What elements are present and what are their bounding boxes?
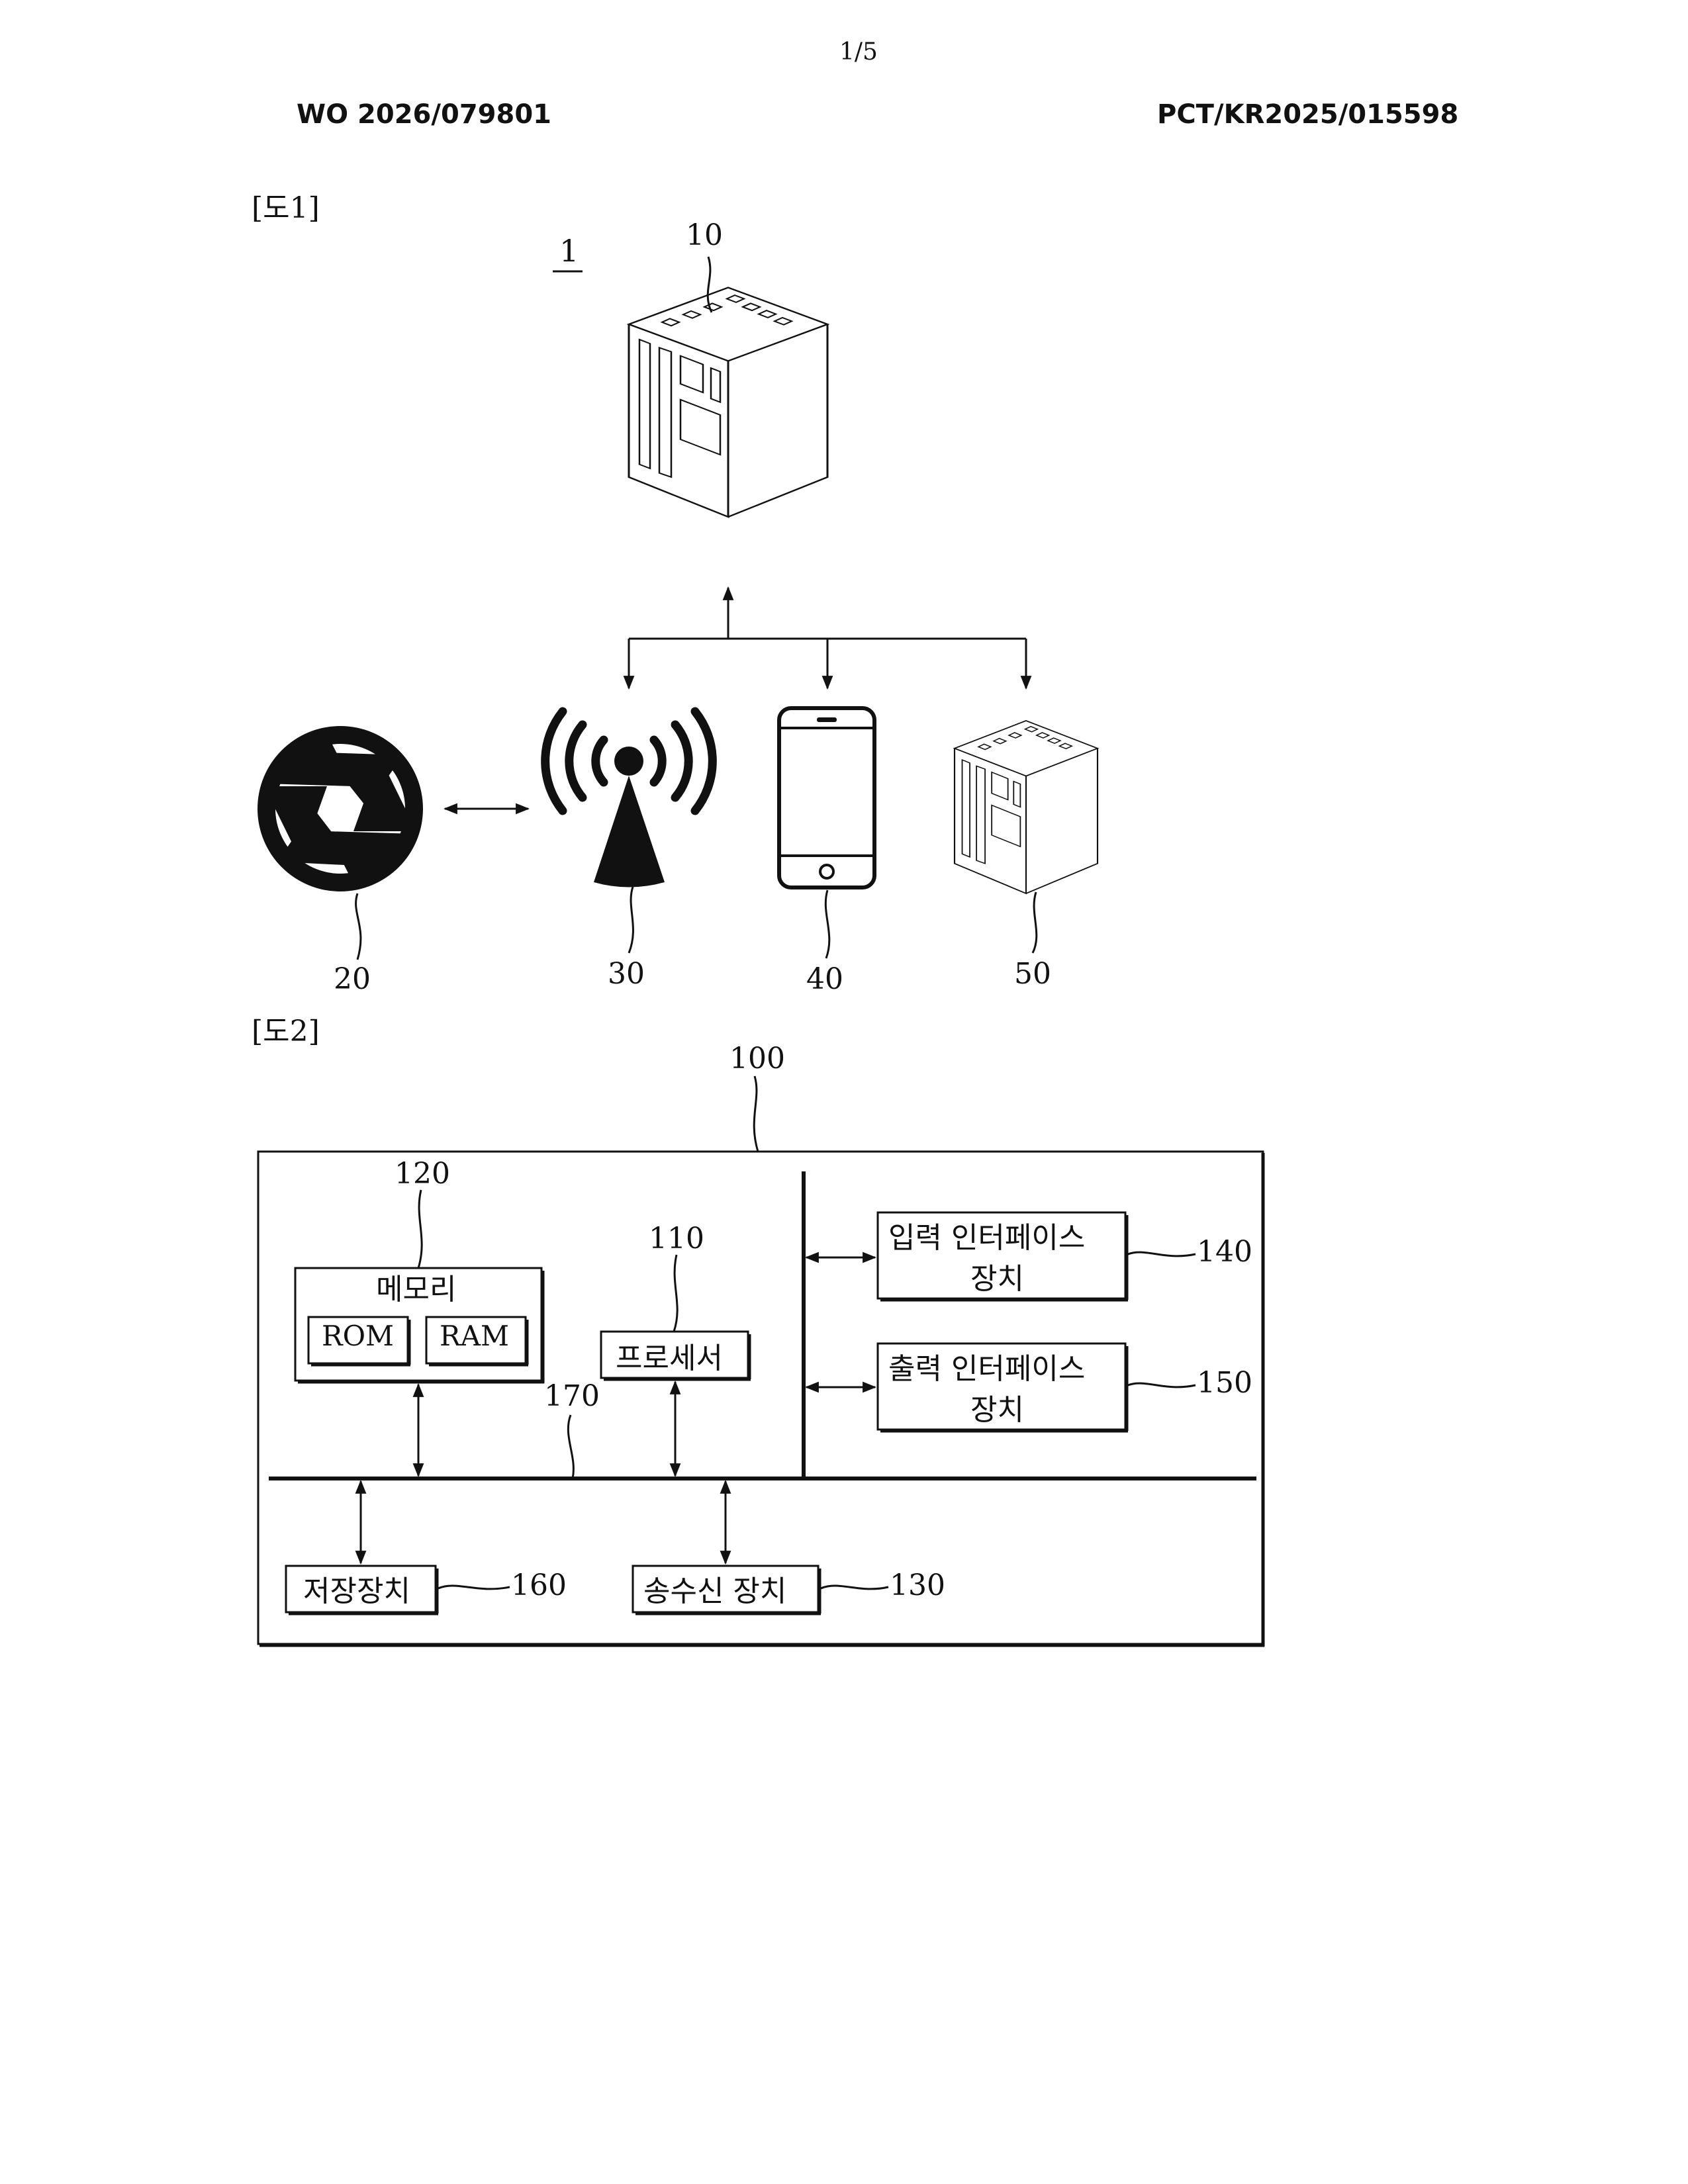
phone-ref-leader bbox=[825, 890, 829, 958]
server-icon bbox=[629, 288, 827, 518]
input-interface-box bbox=[878, 1212, 1125, 1298]
transceiver-ref-leader bbox=[821, 1586, 888, 1589]
smartphone-icon bbox=[779, 708, 874, 887]
storage-box bbox=[286, 1566, 436, 1612]
device-ref-leader bbox=[1033, 892, 1037, 953]
camera-ref-leader bbox=[356, 893, 361, 960]
transceiver-box bbox=[633, 1566, 818, 1612]
server-icon bbox=[955, 721, 1098, 893]
rom-box bbox=[308, 1317, 408, 1363]
memory-ref-leader bbox=[418, 1190, 422, 1268]
output-interface-ref-leader bbox=[1128, 1383, 1196, 1387]
ram-box bbox=[426, 1317, 526, 1363]
camera-shutter-icon bbox=[258, 726, 423, 891]
output-interface-box bbox=[878, 1343, 1125, 1430]
input-interface-ref-leader bbox=[1128, 1252, 1196, 1256]
storage-ref-leader bbox=[438, 1586, 510, 1589]
apparatus-frame bbox=[258, 1152, 1263, 1644]
antenna-ref-leader bbox=[629, 887, 633, 953]
antenna-icon bbox=[545, 711, 713, 887]
processor-ref-leader bbox=[674, 1255, 677, 1332]
bus-ref-leader bbox=[568, 1415, 573, 1479]
apparatus-ref-leader bbox=[754, 1076, 758, 1152]
processor-box bbox=[601, 1332, 748, 1378]
